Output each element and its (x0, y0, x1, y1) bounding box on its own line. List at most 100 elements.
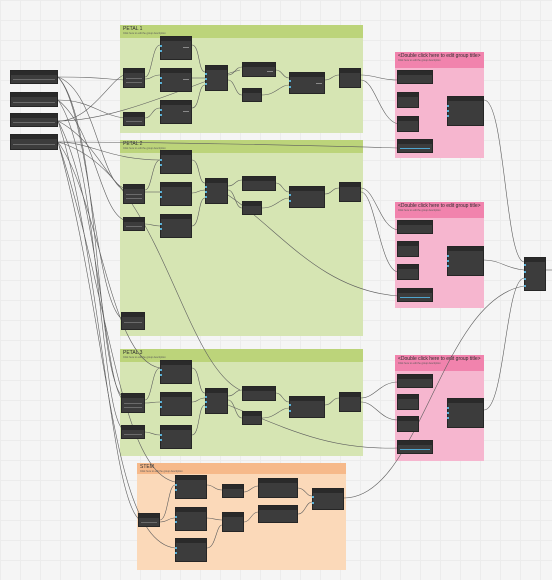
function-node[interactable] (397, 288, 433, 302)
function-node[interactable] (397, 440, 433, 454)
input-port[interactable] (205, 406, 207, 408)
function-node[interactable] (258, 478, 298, 498)
group-untitled-1-description[interactable]: Click here to edit the group description (398, 59, 441, 62)
function-node[interactable] (447, 246, 484, 276)
input-port[interactable] (205, 78, 207, 80)
function-node[interactable] (205, 178, 228, 204)
function-node[interactable] (397, 70, 433, 84)
input-port[interactable] (205, 401, 207, 403)
function-node[interactable] (175, 538, 207, 562)
input-port[interactable] (312, 496, 314, 498)
function-node[interactable] (242, 386, 276, 401)
group-petal-3-header[interactable]: PETAL 3 Click here to edit the group des… (120, 349, 363, 362)
input-port[interactable] (524, 278, 526, 280)
function-node[interactable] (160, 425, 192, 449)
input-port[interactable] (289, 410, 291, 412)
function-node[interactable] (160, 36, 192, 60)
group-untitled-2-title[interactable]: <Double click here to edit group title> (398, 203, 481, 209)
input-port[interactable] (205, 83, 207, 85)
input-port[interactable] (524, 285, 526, 287)
function-node[interactable] (397, 241, 419, 257)
input-port[interactable] (175, 516, 177, 518)
group-petal-1-description[interactable]: Click here to edit the group description (123, 32, 166, 35)
input-port[interactable] (205, 196, 207, 198)
group-petal-3[interactable]: PETAL 3 Click here to edit the group des… (120, 349, 363, 456)
input-port[interactable] (524, 264, 526, 266)
input-port[interactable] (447, 265, 449, 267)
input-port[interactable] (160, 406, 162, 408)
group-petal-1-title[interactable]: PETAL 1 (123, 26, 143, 32)
input-port[interactable] (160, 228, 162, 230)
input-port[interactable] (447, 417, 449, 419)
output-port[interactable] (183, 47, 189, 48)
input-port[interactable] (312, 502, 314, 504)
input-port[interactable] (447, 407, 449, 409)
group-untitled-2-header[interactable]: <Double click here to edit group title> … (395, 202, 484, 218)
group-petal-1[interactable]: PETAL 1 Click here to edit the group des… (120, 25, 363, 133)
output-port[interactable] (267, 71, 273, 72)
list-create-node[interactable] (524, 257, 546, 291)
function-node[interactable] (160, 360, 192, 384)
code-block-node[interactable] (121, 393, 145, 413)
input-port[interactable] (160, 159, 162, 161)
group-petal-1-header[interactable]: PETAL 1 Click here to edit the group des… (120, 25, 363, 38)
function-node[interactable] (222, 484, 244, 498)
input-port[interactable] (524, 271, 526, 273)
input-port[interactable] (160, 114, 162, 116)
input-port[interactable] (447, 110, 449, 112)
input-port[interactable] (175, 521, 177, 523)
input-port[interactable] (160, 374, 162, 376)
output-port[interactable] (183, 79, 189, 80)
function-node[interactable] (339, 182, 361, 202)
input-port[interactable] (160, 164, 162, 166)
input-port[interactable] (175, 484, 177, 486)
slider-track[interactable] (13, 122, 55, 123)
function-node[interactable] (242, 411, 262, 425)
slider-track[interactable] (13, 144, 55, 145)
input-port[interactable] (289, 194, 291, 196)
code-block-node[interactable] (123, 184, 145, 204)
input-port[interactable] (447, 412, 449, 414)
group-untitled-2-description[interactable]: Click here to edit the group description (398, 209, 441, 212)
input-port[interactable] (205, 73, 207, 75)
function-node[interactable] (397, 92, 419, 108)
slider-track[interactable] (13, 79, 55, 80)
function-node[interactable] (397, 220, 433, 234)
group-untitled-3-description[interactable]: Click here to edit the group description (398, 362, 441, 365)
function-node[interactable] (258, 505, 298, 523)
function-node[interactable] (242, 62, 276, 77)
group-petal-2-description[interactable]: Click here to edit the group description (123, 147, 166, 150)
code-block-node[interactable] (138, 513, 160, 527)
input-port[interactable] (160, 109, 162, 111)
input-port[interactable] (447, 255, 449, 257)
function-node[interactable] (160, 100, 192, 124)
input-port[interactable] (447, 260, 449, 262)
slider-track[interactable] (13, 102, 55, 103)
function-node[interactable] (242, 201, 262, 215)
function-node[interactable] (339, 68, 361, 88)
input-port[interactable] (175, 547, 177, 549)
function-node[interactable] (205, 388, 228, 414)
input-port[interactable] (160, 77, 162, 79)
function-node[interactable] (160, 150, 192, 174)
function-node[interactable] (397, 264, 419, 280)
code-block-node[interactable] (123, 68, 145, 88)
function-node[interactable] (160, 392, 192, 416)
function-node[interactable] (397, 139, 433, 153)
function-node[interactable] (447, 96, 484, 126)
input-port[interactable] (205, 186, 207, 188)
input-port[interactable] (160, 191, 162, 193)
output-port[interactable] (183, 111, 189, 112)
function-node[interactable] (397, 416, 419, 432)
function-node[interactable] (160, 182, 192, 206)
group-untitled-3-header[interactable]: <Double click here to edit group title> … (395, 355, 484, 371)
input-port[interactable] (160, 369, 162, 371)
function-node[interactable] (397, 394, 419, 410)
function-node[interactable] (447, 398, 484, 428)
number-slider-node[interactable] (10, 70, 58, 84)
input-port[interactable] (175, 552, 177, 554)
function-node[interactable] (339, 392, 361, 412)
group-untitled-1-header[interactable]: <Double click here to edit group title> … (395, 52, 484, 68)
input-port[interactable] (160, 82, 162, 84)
